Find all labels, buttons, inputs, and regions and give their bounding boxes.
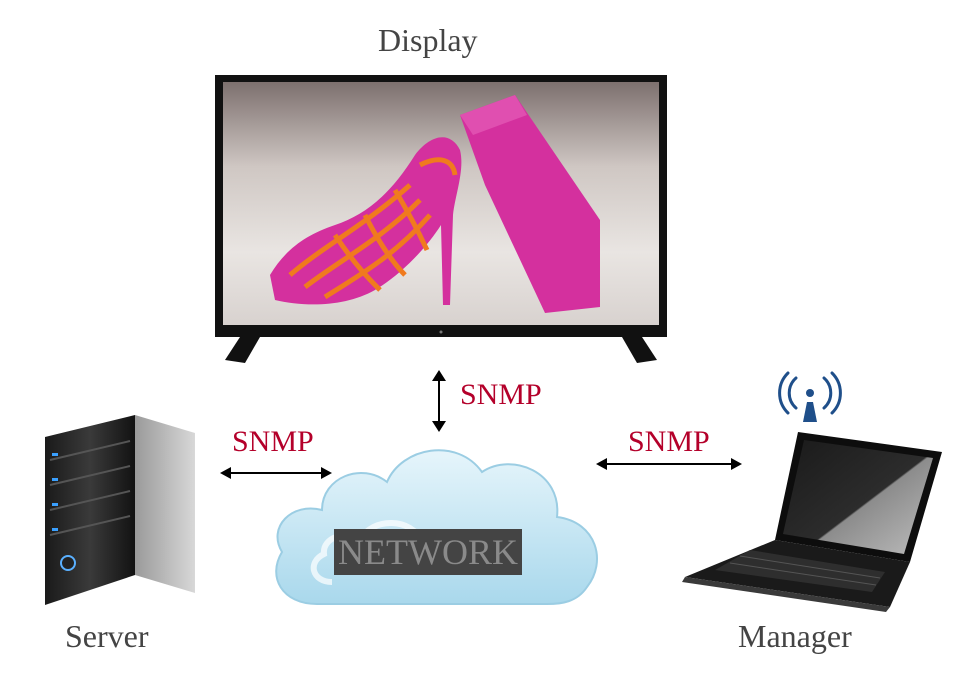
snmp-label-server: SNMP (232, 425, 314, 458)
server-icon (45, 415, 195, 605)
laptop-icon (682, 432, 942, 612)
display-monitor-icon (215, 75, 667, 363)
display-label: Display (378, 22, 478, 58)
display-network-arrow-icon (432, 370, 446, 432)
network-label: NETWORK (334, 529, 522, 575)
snmp-label-manager: SNMP (628, 425, 710, 458)
server-label: Server (65, 618, 149, 654)
network-manager-arrow-icon (596, 458, 742, 470)
server-network-arrow-icon (220, 467, 332, 479)
network-cloud-icon (275, 449, 598, 605)
manager-label: Manager (738, 618, 852, 654)
snmp-label-display: SNMP (460, 378, 542, 411)
wifi-icon (778, 371, 842, 422)
